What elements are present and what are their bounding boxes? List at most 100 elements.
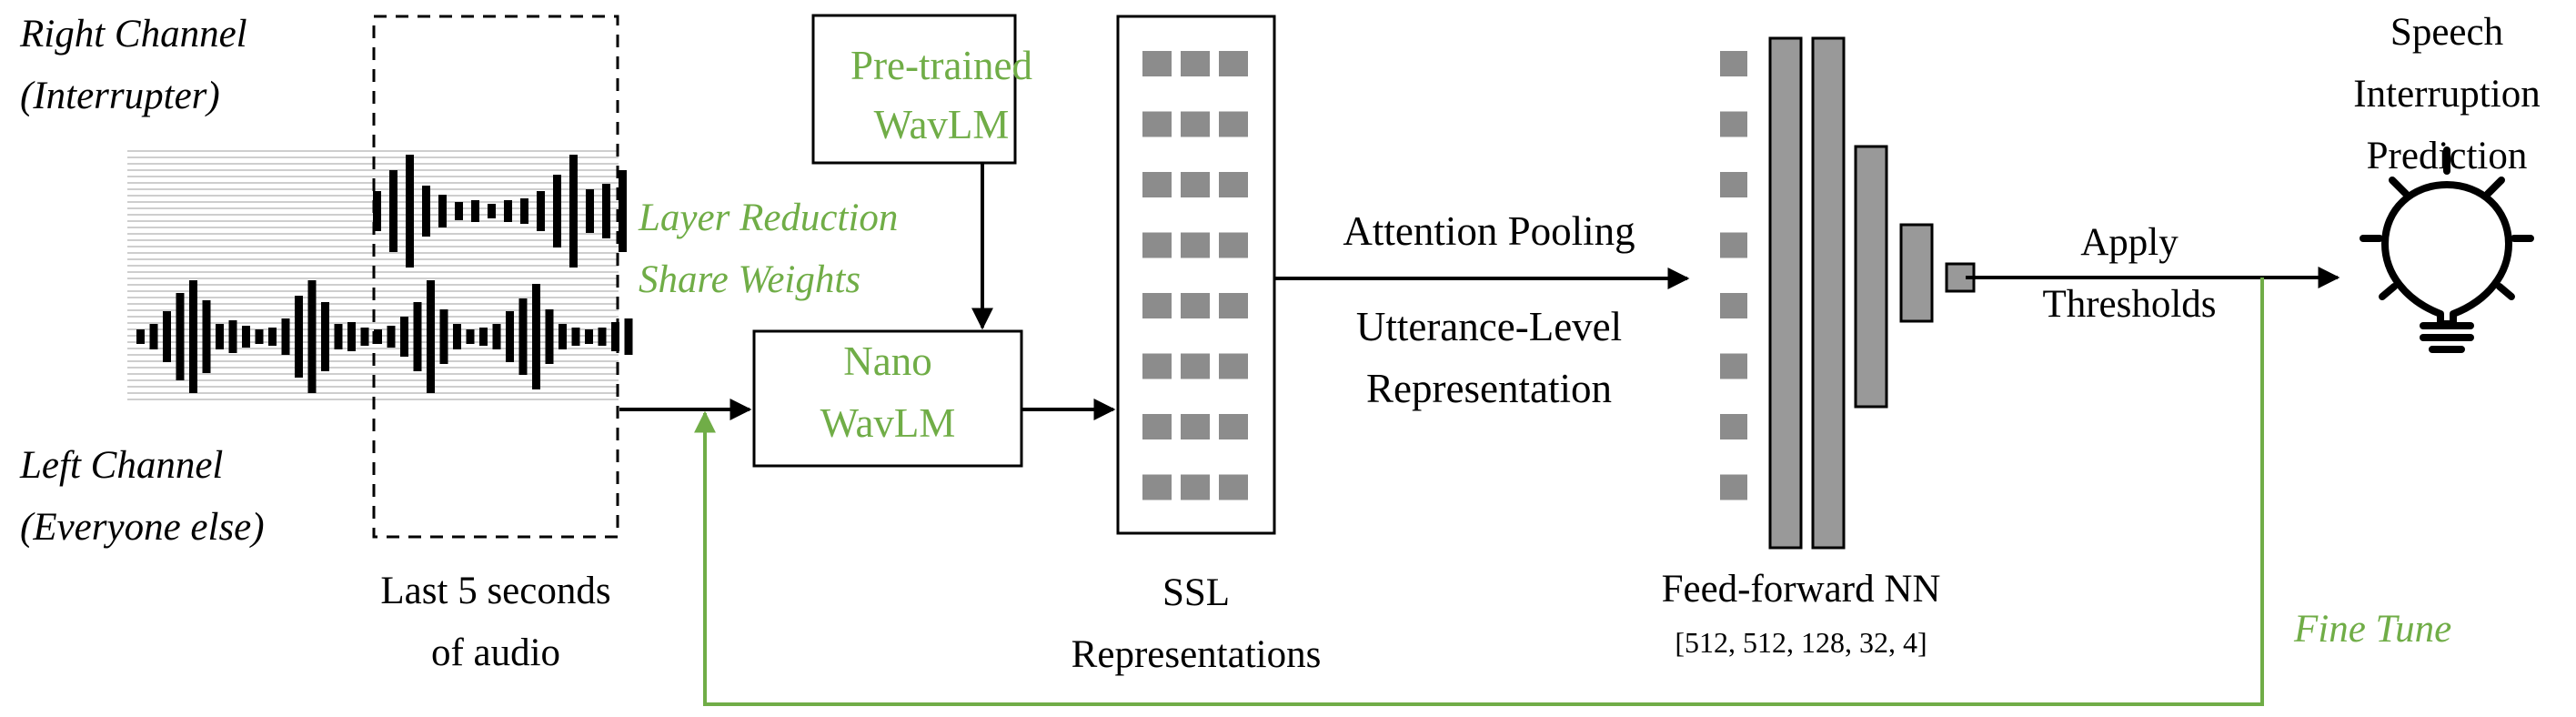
ssl-feature-grid <box>1142 51 1248 500</box>
ffnn-title: Feed-forward NN <box>1661 568 1941 611</box>
waveform-bar <box>619 170 627 252</box>
waveform-bar <box>163 311 171 362</box>
ssl-label: SSL <box>1162 571 1231 614</box>
waveform-bar <box>334 324 343 349</box>
waveform-bar <box>176 293 185 380</box>
ssl-feature-cell <box>1181 111 1210 137</box>
lightbulb-icon <box>2360 146 2534 353</box>
utterance-sublabel: Representation <box>1366 366 1612 411</box>
ssl-feature-cell <box>1219 232 1248 258</box>
ssl-feature-cell <box>1219 51 1248 76</box>
waveform-bar <box>387 326 396 348</box>
prediction-title-2: Interruption <box>2353 73 2541 116</box>
ssl-feature-cell <box>1142 232 1172 258</box>
waveform-bar <box>471 200 479 222</box>
ffnn-input-column <box>1720 51 1747 500</box>
pretrained-sublabel: WavLM <box>873 102 1010 147</box>
prediction-title-1: Speech <box>2390 11 2504 54</box>
utterance-label: Utterance-Level <box>1355 304 1623 349</box>
ssl-feature-cell <box>1219 111 1248 137</box>
ssl-feature-cell <box>1142 51 1172 76</box>
waveform-bar <box>558 324 567 349</box>
waveform-bar <box>136 329 145 344</box>
ssl-feature-cell <box>1181 353 1210 379</box>
prediction-title-3: Prediction <box>2366 135 2528 177</box>
audio-window-sublabel: of audio <box>430 631 561 674</box>
left-channel-waveform <box>136 280 633 393</box>
ffnn-input-cell <box>1720 293 1747 318</box>
fine-tune-loop <box>694 278 2264 706</box>
fine-tune-label: Fine Tune <box>2294 608 2452 651</box>
waveform-bar <box>586 189 594 233</box>
waveform-bar <box>453 324 461 349</box>
ssl-feature-cell <box>1219 474 1248 500</box>
left-channel-sublabel: (Everyone else) <box>20 506 265 549</box>
attention-pooling-label: Attention Pooling <box>1343 208 1635 254</box>
ssl-sublabel: Representations <box>1071 633 1322 676</box>
apply-label: Apply <box>2080 221 2179 264</box>
waveform-bar <box>602 184 610 238</box>
waveform-bar <box>506 311 514 362</box>
ssl-feature-cell <box>1219 414 1248 439</box>
pretrained-label: Pre-trained <box>850 43 1032 88</box>
ffnn-layer-bar <box>1854 145 1888 409</box>
nano-sublabel: WavLM <box>820 400 956 446</box>
waveform-bar <box>295 296 303 378</box>
layer-reduction-label: Layer Reduction <box>639 197 899 239</box>
ffnn-input-cell <box>1720 172 1747 197</box>
ffnn-input-cell <box>1720 353 1747 379</box>
waveform-bar <box>268 328 277 346</box>
ssl-feature-cell <box>1219 353 1248 379</box>
waveform-bar <box>439 309 448 364</box>
waveform-bar <box>360 328 369 346</box>
waveform-bar <box>455 202 463 220</box>
ssl-feature-cell <box>1142 172 1172 197</box>
ssl-feature-cell <box>1219 172 1248 197</box>
waveform-bar <box>374 329 382 344</box>
waveform-bar <box>518 298 528 375</box>
waveform-bar <box>624 318 633 355</box>
ffnn-layers <box>1768 36 1976 550</box>
waveform-bar <box>532 284 540 389</box>
ffnn-layer-bar <box>1768 36 1803 550</box>
ffnn-sizes: [512, 512, 128, 32, 4] <box>1675 626 1927 659</box>
waveform-bar <box>422 186 430 237</box>
waveform-bar <box>545 309 554 364</box>
waveform-bar <box>488 204 496 218</box>
waveform-bar <box>479 328 488 346</box>
ssl-feature-cell <box>1142 474 1172 500</box>
pretrained-wavlm-box <box>811 14 1017 165</box>
waveform-bar <box>373 191 381 231</box>
waveform-bar <box>255 329 264 344</box>
waveform-bar <box>569 155 578 268</box>
waveform-bar <box>466 329 475 344</box>
waveform-bar <box>149 324 158 349</box>
waveform-bar <box>347 322 356 351</box>
waveform-bar <box>585 329 593 344</box>
waveform-bar <box>406 155 414 268</box>
ffnn-layer-bar <box>1811 36 1846 550</box>
waveform-bar <box>400 317 408 357</box>
waveform-bar <box>611 322 619 351</box>
audio-window-box <box>372 15 619 539</box>
ffnn-input-cell <box>1720 111 1747 137</box>
nano-wavlm-box <box>752 329 1023 468</box>
ssl-feature-cell <box>1181 232 1210 258</box>
waveform-bar <box>189 280 197 393</box>
ssl-feature-cell <box>1181 293 1210 318</box>
share-weights-label: Share Weights <box>639 258 861 301</box>
waveform-bar <box>321 302 329 371</box>
waveform-bar <box>492 324 501 349</box>
left-channel-label: Left Channel <box>20 444 224 487</box>
right-channel-sublabel: (Interrupter) <box>20 75 220 117</box>
waveform-bar <box>228 320 237 353</box>
thresholds-label: Thresholds <box>2042 283 2217 326</box>
ssl-feature-cell <box>1181 414 1210 439</box>
waveform-bar <box>598 328 607 346</box>
waveform-bar <box>413 302 422 371</box>
ssl-feature-cell <box>1181 474 1210 500</box>
waveform-bar <box>389 170 397 252</box>
waveform-bar <box>202 300 211 373</box>
ffnn-layer-bar <box>1899 223 1934 323</box>
